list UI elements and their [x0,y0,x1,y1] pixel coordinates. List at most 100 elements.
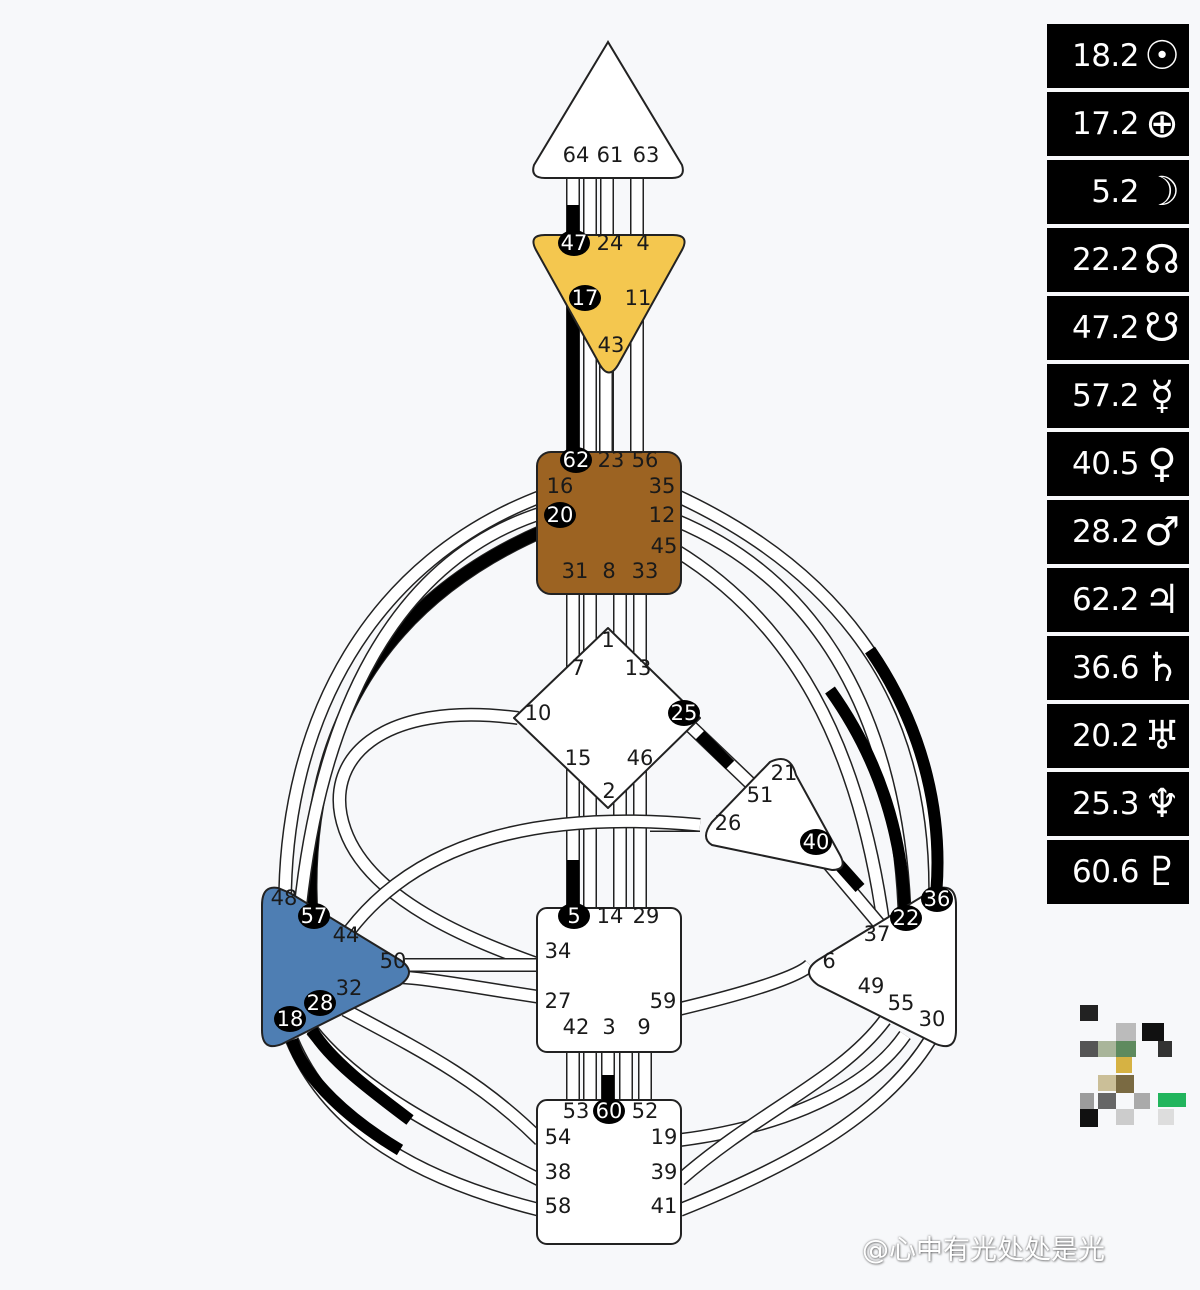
channel-59-6 [675,965,810,1010]
mars-icon: ♂ [1141,512,1183,552]
gate-43: 43 [598,333,625,357]
gate-45: 45 [651,534,678,558]
gate-50: 50 [380,949,407,973]
gate-6: 6 [822,949,835,973]
gate-13: 13 [625,656,652,680]
gate-11: 11 [625,286,652,310]
gate-28: 28 [307,991,334,1015]
planet-row: 28.2♂ [1047,500,1189,564]
gate-5: 5 [567,904,580,928]
gate-9: 9 [637,1015,650,1039]
saturn-icon: ♄ [1141,648,1183,688]
gate-15: 15 [565,746,592,770]
moon-icon: ☽ [1141,172,1183,212]
planet-row: 62.2♃ [1047,568,1189,632]
gate-46: 46 [627,746,654,770]
uranus-icon: ♅ [1141,716,1183,756]
gate-39: 39 [651,1160,678,1184]
channel-32-54 [345,1010,540,1140]
gate-38: 38 [545,1160,572,1184]
pluto-icon: ♇ [1141,852,1183,892]
jupiter-icon: ♃ [1141,580,1183,620]
gate-59: 59 [650,989,677,1013]
planet-activation-panel: 18.2☉17.2⊕5.2☽22.2☊47.2☋57.2☿40.5♀28.2♂6… [1047,24,1189,904]
planet-row: 40.5♀ [1047,432,1189,496]
gate-29: 29 [633,904,660,928]
gate-12: 12 [649,503,676,527]
gate-40: 40 [803,830,830,854]
planet-row: 25.3♆ [1047,772,1189,836]
gate-58: 58 [545,1194,572,1218]
gate-53: 53 [563,1099,590,1123]
gate-21: 21 [771,761,798,785]
planet-value: 60.6 [1072,854,1139,890]
planet-value: 17.2 [1072,106,1139,142]
gate-22: 22 [893,906,920,930]
gate-7: 7 [571,656,584,680]
gate-42: 42 [563,1015,590,1039]
blurred-qr-code [1062,995,1190,1145]
gate-47: 47 [561,231,588,255]
gate-26: 26 [715,811,742,835]
gate-56: 56 [632,448,659,472]
gate-44: 44 [333,923,360,947]
gate-23: 23 [598,448,625,472]
gate-41: 41 [651,1194,678,1218]
channel-55-39 [680,1035,905,1140]
planet-value: 62.2 [1072,582,1139,618]
gate-32: 32 [336,976,363,1000]
gate-20: 20 [547,503,574,527]
planet-row: 5.2☽ [1047,160,1189,224]
planet-row: 57.2☿ [1047,364,1189,428]
gate-64: 64 [563,143,590,167]
gate-35: 35 [649,474,676,498]
planet-value: 18.2 [1072,38,1139,74]
gate-2: 2 [602,779,615,803]
gate-48: 48 [271,886,298,910]
gate-8: 8 [602,559,615,583]
gate-24: 24 [597,231,624,255]
earth-icon: ⊕ [1141,104,1183,144]
gate-49: 49 [858,974,885,998]
planet-value: 57.2 [1072,378,1139,414]
planet-value: 20.2 [1072,718,1139,754]
north-node-icon: ☊ [1141,240,1183,280]
planet-value: 47.2 [1072,310,1139,346]
planet-row: 18.2☉ [1047,24,1189,88]
gate-33: 33 [632,559,659,583]
gate-57: 57 [301,904,328,928]
gate-30: 30 [919,1007,946,1031]
planet-value: 5.2 [1091,174,1139,210]
planet-value: 25.3 [1072,786,1139,822]
watermark-text: @心中有光处处是光 [862,1228,1105,1267]
gate-36: 36 [924,887,951,911]
gate-62: 62 [563,448,590,472]
gate-34: 34 [545,939,572,963]
gate-60: 60 [596,1099,623,1123]
south-node-icon: ☋ [1141,308,1183,348]
gate-27: 27 [545,989,572,1013]
gate-17: 17 [572,286,599,310]
venus-icon: ♀ [1141,444,1183,484]
planet-row: 22.2☊ [1047,228,1189,292]
gate-37: 37 [864,922,891,946]
gate-63: 63 [633,143,660,167]
planet-row: 17.2⊕ [1047,92,1189,156]
channel-18-58 [292,1040,540,1210]
gate-61: 61 [597,143,624,167]
gate-10: 10 [525,701,552,725]
planet-row: 20.2♅ [1047,704,1189,768]
planet-row: 47.2☋ [1047,296,1189,360]
sun-icon: ☉ [1141,36,1183,76]
gate-14: 14 [597,904,624,928]
gate-31: 31 [562,559,589,583]
planet-value: 40.5 [1072,446,1139,482]
mercury-icon: ☿ [1141,376,1183,416]
planet-value: 22.2 [1072,242,1139,278]
planet-row: 60.6♇ [1047,840,1189,904]
gate-19: 19 [651,1125,678,1149]
gate-4: 4 [636,231,649,255]
gate-52: 52 [632,1099,659,1123]
planet-value: 28.2 [1072,514,1139,550]
